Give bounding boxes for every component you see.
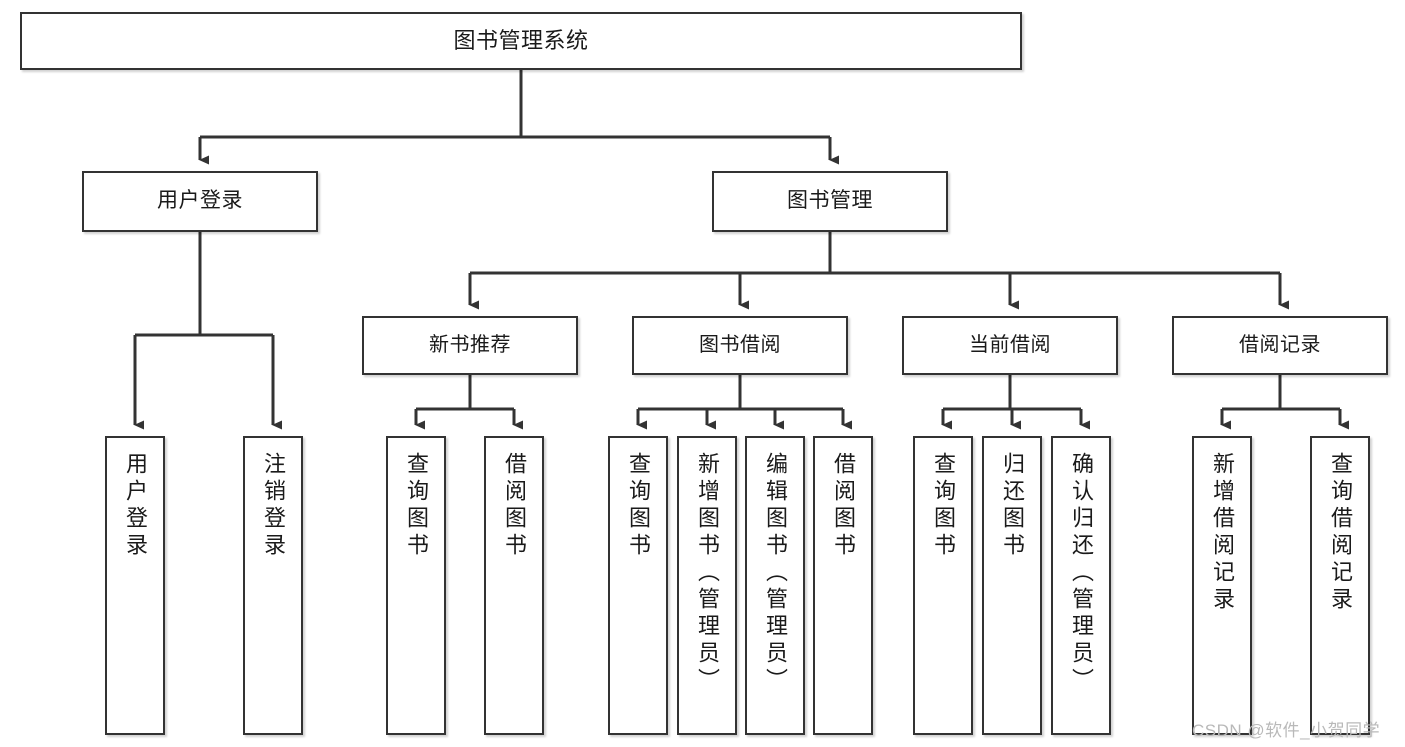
node-book-borrow[interactable]: 图书借阅 [632,316,848,375]
node-label: 当前借阅 [969,333,1051,356]
node-label: 新书推荐 [429,333,511,356]
leaf-add-book-admin[interactable]: 新增图书（管理员） [677,436,737,735]
leaf-query-borrow-record[interactable]: 查询借阅记录 [1310,436,1370,735]
node-label: 新增借阅记录 [1210,452,1235,614]
leaf-query-book-rec[interactable]: 查询图书 [386,436,446,735]
leaf-borrow-book[interactable]: 借阅图书 [813,436,873,735]
node-label: 注销登录 [261,452,286,560]
node-current-borrow[interactable]: 当前借阅 [902,316,1118,375]
leaf-edit-book-admin[interactable]: 编辑图书（管理员） [745,436,805,735]
node-label: 借阅记录 [1239,333,1321,356]
node-book-management[interactable]: 图书管理 [712,171,948,232]
node-label: 借阅图书 [831,452,856,560]
node-borrow-record[interactable]: 借阅记录 [1172,316,1388,375]
node-label: 确认归还（管理员） [1069,452,1094,695]
edge-group [133,70,1349,430]
leaf-add-borrow-record[interactable]: 新增借阅记录 [1192,436,1252,735]
leaf-return-book[interactable]: 归还图书 [982,436,1042,735]
node-label: 归还图书 [1000,452,1025,560]
node-label: 查询借阅记录 [1328,452,1353,614]
node-label: 用户登录 [157,189,243,213]
node-label: 新增图书（管理员） [695,452,720,695]
leaf-confirm-return-admin[interactable]: 确认归还（管理员） [1051,436,1111,735]
node-label: 图书管理 [787,189,873,213]
node-label: 查询图书 [626,452,651,560]
node-label: 查询图书 [931,452,956,560]
leaf-user-login[interactable]: 用户登录 [105,436,165,735]
node-new-book-recommendation[interactable]: 新书推荐 [362,316,578,375]
leaf-logout[interactable]: 注销登录 [243,436,303,735]
node-label: 用户登录 [123,452,148,560]
node-label: 借阅图书 [502,452,527,560]
leaf-borrow-book-rec[interactable]: 借阅图书 [484,436,544,735]
node-label: 图书管理系统 [453,28,589,54]
node-user-login[interactable]: 用户登录 [82,171,318,232]
node-label: 图书借阅 [699,333,781,356]
leaf-query-book-current[interactable]: 查询图书 [913,436,973,735]
leaf-query-book-borrow[interactable]: 查询图书 [608,436,668,735]
node-label: 编辑图书（管理员） [763,452,788,695]
node-label: 查询图书 [404,452,429,560]
node-root-book-management-system[interactable]: 图书管理系统 [20,12,1022,70]
